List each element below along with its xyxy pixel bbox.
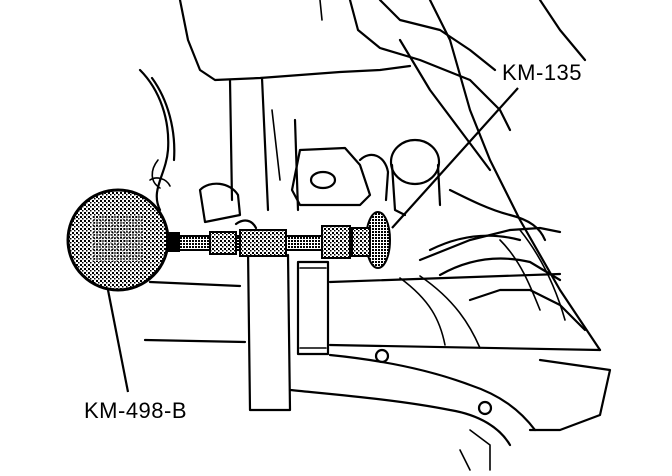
tool-km498b-gauge <box>66 188 180 292</box>
leader-line-km498b <box>106 289 130 393</box>
label-km498b: KM-498-B <box>84 398 188 423</box>
label-km135: KM-135 <box>502 60 583 85</box>
vehicle-body-structure <box>138 0 612 471</box>
leader-line-km135 <box>391 87 519 229</box>
